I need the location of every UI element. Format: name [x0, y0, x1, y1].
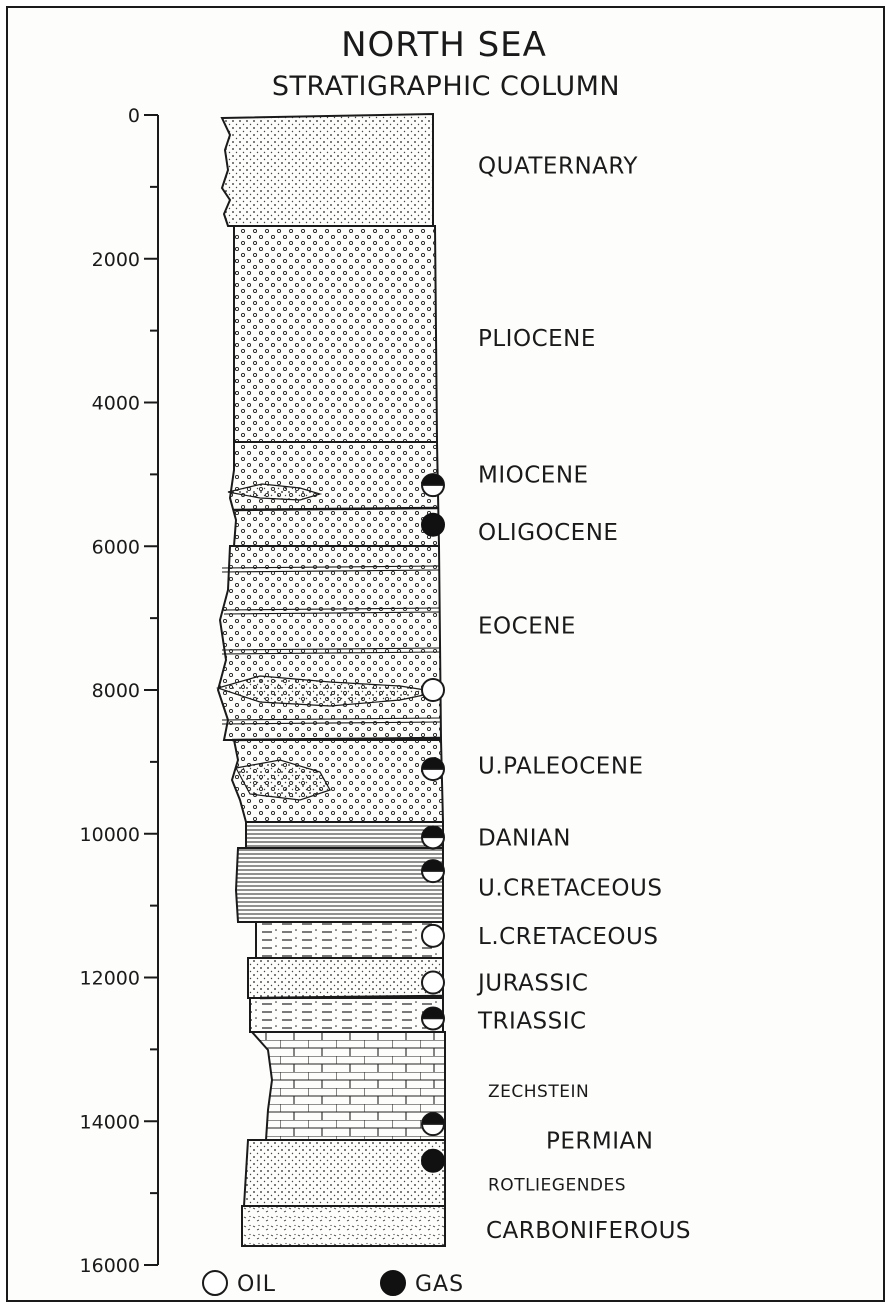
figure-subtitle: STRATIGRAPHIC COLUMN	[272, 71, 620, 102]
layer-eocene	[218, 546, 441, 740]
gas-marker	[422, 1150, 444, 1172]
layer-zechstein	[252, 1032, 445, 1140]
oil-marker	[422, 925, 444, 947]
depth-tick-label: 12000	[80, 968, 140, 990]
depth-tick-label: 0	[128, 105, 140, 127]
depth-tick-label: 4000	[92, 393, 140, 415]
depth-tick-label: 2000	[92, 249, 140, 271]
oil-gas-marker	[422, 826, 444, 848]
layer-jurassic	[248, 958, 443, 998]
unit-label-oligocene: OLIGOCENE	[478, 520, 618, 546]
layer-carboniferous	[242, 1206, 445, 1246]
gas-marker	[422, 514, 444, 536]
oil-gas-marker	[422, 860, 444, 882]
layer-danian	[246, 822, 443, 848]
stratigraphic-column	[218, 114, 445, 1246]
unit-label-jurassic: JURASSIC	[476, 971, 588, 997]
layer-lower-cretaceous	[256, 922, 443, 958]
depth-tick-label: 6000	[92, 536, 140, 558]
unit-label-u-paleocene: U.PALEOCENE	[478, 753, 644, 779]
layer-triassic	[250, 998, 443, 1032]
layer-quaternary	[222, 114, 433, 226]
depth-tick-label: 16000	[80, 1255, 140, 1277]
depth-tick-label: 8000	[92, 680, 140, 702]
layer-rotliegendes	[244, 1140, 445, 1206]
unit-labels: QUATERNARY PLIOCENE MIOCENE OLIGOCENE EOCENE…	[476, 153, 691, 1243]
legend: OIL GAS	[203, 1271, 464, 1297]
oil-gas-marker	[422, 1007, 444, 1029]
unit-label-miocene: MIOCENE	[478, 462, 589, 488]
legend-oil-label: OIL	[237, 1272, 276, 1297]
unit-label-rotliegendes: ROTLIEGENDES	[488, 1175, 626, 1195]
depth-tick-label: 14000	[80, 1111, 140, 1133]
legend-oil-symbol	[203, 1271, 227, 1295]
layer-pliocene	[234, 226, 437, 442]
legend-gas-label: GAS	[415, 1272, 464, 1297]
oil-gas-marker	[422, 1113, 444, 1135]
unit-label-zechstein: ZECHSTEIN	[488, 1082, 589, 1102]
unit-label-danian: DANIAN	[478, 825, 571, 851]
unit-label-eocene: EOCENE	[478, 613, 576, 639]
unit-label-triassic: TRIASSIC	[477, 1009, 587, 1035]
oil-gas-marker	[422, 474, 444, 496]
unit-label-carboniferous: CARBONIFEROUS	[486, 1218, 691, 1244]
depth-tick-label: 10000	[80, 824, 140, 846]
oil-marker	[422, 972, 444, 994]
unit-label-permian: PERMIAN	[546, 1129, 653, 1155]
unit-label-u-cretaceous: U.CRETACEOUS	[478, 876, 662, 902]
layer-upper-cretaceous	[236, 848, 443, 922]
oil-marker	[422, 679, 444, 701]
figure-title: NORTH SEA	[341, 25, 547, 65]
unit-label-pliocene: PLIOCENE	[478, 326, 596, 352]
oil-gas-marker	[422, 758, 444, 780]
legend-gas-symbol	[381, 1271, 405, 1295]
depth-axis: 0 2000 4000 6000 8000 10000 12000 14000 16000	[80, 105, 158, 1277]
unit-label-quaternary: QUATERNARY	[478, 153, 638, 179]
unit-label-l-cretaceous: L.CRETACEOUS	[478, 924, 658, 950]
